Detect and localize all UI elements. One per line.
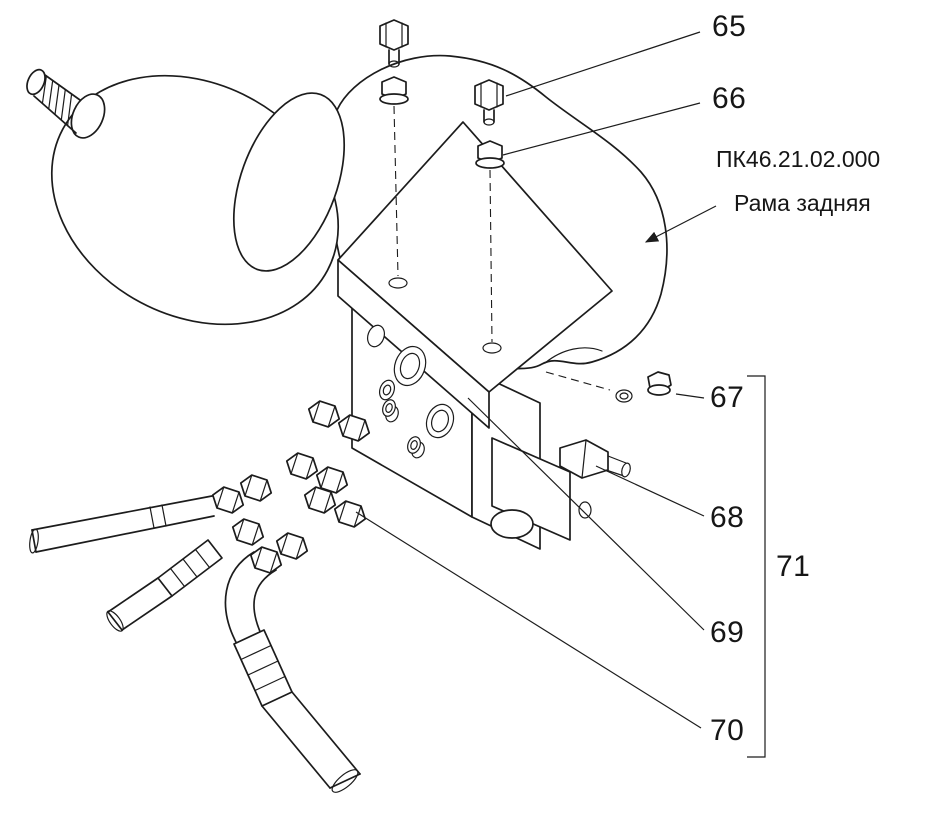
callout-71: 71 <box>776 550 811 583</box>
hose-bottom <box>224 551 361 793</box>
leader-lines <box>355 31 766 758</box>
motor-shaft-ribs <box>26 68 81 134</box>
callout-65: 65 <box>712 10 747 43</box>
frame-part-name: Рама задняя <box>734 190 871 216</box>
washer-nut-67 <box>545 371 672 403</box>
leader-65 <box>505 31 701 97</box>
bolt-65-front <box>379 19 409 277</box>
hose-left <box>29 495 215 554</box>
motor-assembly <box>26 68 346 326</box>
leader-68 <box>595 465 705 517</box>
frame-part-code: ПК46.21.02.000 <box>716 146 881 172</box>
leader-66 <box>502 102 701 156</box>
bracket-hole-front <box>388 277 408 289</box>
hose-lower-left <box>106 539 223 632</box>
callout-69: 69 <box>710 616 745 649</box>
nut-66-rear <box>475 140 505 169</box>
valve-68 <box>490 437 631 541</box>
leader-70 <box>355 511 702 729</box>
callout-70: 70 <box>710 714 745 747</box>
group-bracket-71 <box>747 375 766 758</box>
callout-66: 66 <box>712 82 747 115</box>
leader-67 <box>675 393 705 399</box>
sealing-washers <box>378 379 421 454</box>
bolt-65-rear <box>474 79 505 343</box>
callout-68: 68 <box>710 501 745 534</box>
nut-66-front <box>379 76 409 105</box>
bracket-hole-rear <box>482 342 502 354</box>
motor-collar <box>70 93 106 139</box>
mounting-bracket <box>337 121 613 429</box>
callout-67: 67 <box>710 381 745 414</box>
leader-69 <box>467 397 705 631</box>
leader-frame-arrow <box>644 205 717 243</box>
hose-fittings <box>211 400 371 574</box>
